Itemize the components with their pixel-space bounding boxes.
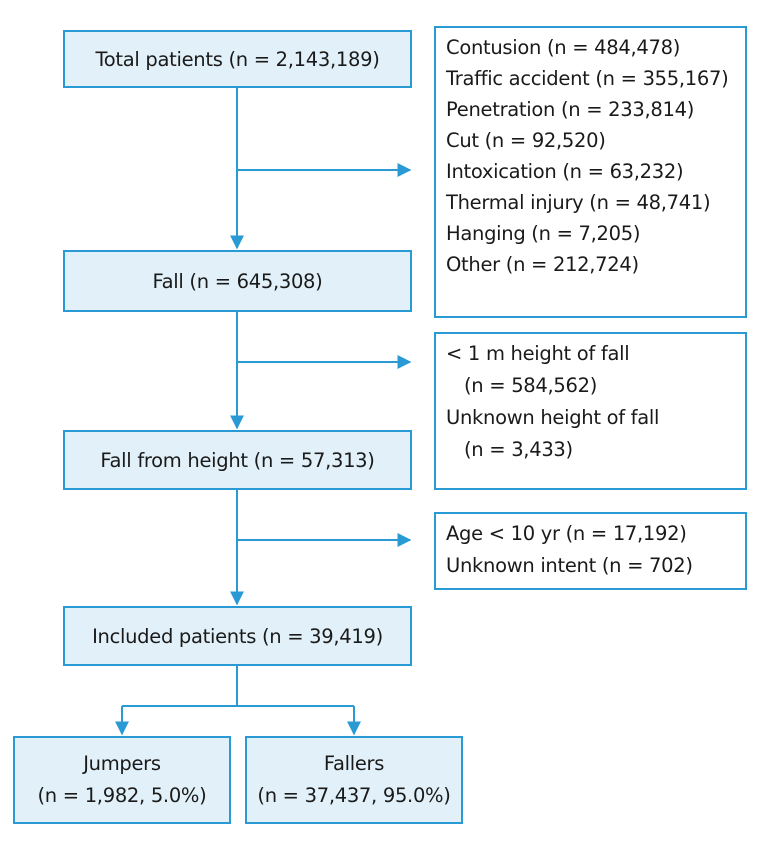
jumpers-box: Jumpers (n = 1,982, 5.0%) — [13, 736, 231, 824]
exclusion-thermal-injury: Thermal injury (n = 48,741) — [446, 191, 711, 214]
fallers-text: Fallers (n = 37,437, 95.0%) — [257, 748, 450, 812]
fallers-title: Fallers — [323, 752, 385, 775]
fall-box: Fall (n = 645,308) — [63, 250, 412, 312]
total-patients-label: Total patients (n = 2,143,189) — [95, 47, 380, 71]
exclusion-unknown-intent: Unknown intent (n = 702) — [446, 554, 693, 577]
exclusion-other: Other (n = 212,724) — [446, 253, 639, 276]
total-patients-box: Total patients (n = 2,143,189) — [63, 30, 412, 88]
exclusion-hanging: Hanging (n = 7,205) — [446, 222, 641, 245]
exclusion-low-height-count: (n = 584,562) — [464, 374, 598, 397]
exclusion-unknown-height: Unknown height of fall — [446, 406, 660, 429]
exclusion-traffic-accident: Traffic accident (n = 355,167) — [446, 67, 729, 90]
exclusion-contusion: Contusion (n = 484,478) — [446, 36, 681, 59]
exclusion-penetration: Penetration (n = 233,814) — [446, 98, 695, 121]
included-patients-label: Included patients (n = 39,419) — [92, 624, 383, 648]
height-exclusions-box: < 1 m height of fall (n = 584,562) Unkno… — [434, 332, 747, 490]
exclusion-low-height: < 1 m height of fall — [446, 342, 630, 365]
fall-label: Fall (n = 645,308) — [152, 269, 323, 293]
fall-from-height-label: Fall from height (n = 57,313) — [100, 448, 375, 472]
jumpers-detail: (n = 1,982, 5.0%) — [37, 784, 207, 807]
jumpers-text: Jumpers (n = 1,982, 5.0%) — [38, 748, 207, 812]
age-intent-exclusions-box: Age < 10 yr (n = 17,192) Unknown intent … — [434, 512, 747, 590]
exclusion-intoxication: Intoxication (n = 63,232) — [446, 160, 684, 183]
included-patients-box: Included patients (n = 39,419) — [63, 606, 412, 666]
fall-from-height-box: Fall from height (n = 57,313) — [63, 430, 412, 490]
exclusion-cut: Cut (n = 92,520) — [446, 129, 606, 152]
mechanism-exclusions-box: Contusion (n = 484,478) Traffic accident… — [434, 26, 747, 318]
exclusion-unknown-height-count: (n = 3,433) — [464, 438, 573, 461]
fallers-box: Fallers (n = 37,437, 95.0%) — [245, 736, 463, 824]
exclusion-age: Age < 10 yr (n = 17,192) — [446, 522, 687, 545]
fallers-detail: (n = 37,437, 95.0%) — [257, 784, 451, 807]
jumpers-title: Jumpers — [83, 752, 161, 775]
